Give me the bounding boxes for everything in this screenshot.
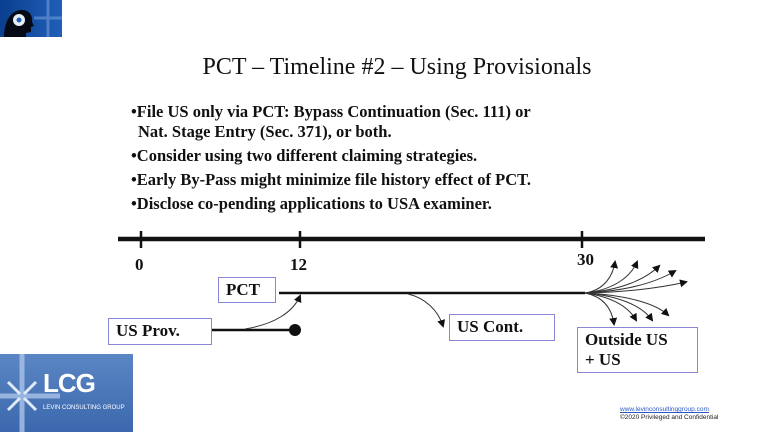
- tick-label-30: 30: [577, 250, 594, 269]
- bullet-1-cont: Nat. Stage Entry (Sec. 371), or both.: [138, 122, 392, 141]
- company-name: LEVIN CONSULTING GROUP: [43, 405, 125, 411]
- lcg-logo: LCG LEVIN CONSULTING GROUP: [0, 354, 133, 432]
- bullet-3: •Early By-Pass might minimize file histo…: [131, 170, 532, 189]
- prov-end-dot: [289, 324, 301, 336]
- website-link[interactable]: www.levinconsultinggroup.com: [620, 406, 709, 413]
- pct-box: PCT: [218, 277, 276, 303]
- bullet-2: •Consider using two different claiming s…: [131, 146, 478, 165]
- outside-us-line1: Outside US: [585, 330, 668, 349]
- fan-arrows: [584, 260, 688, 326]
- bullet-4: •Disclose co-pending applications to USA…: [131, 194, 492, 213]
- arrows-cross-icon: [0, 354, 60, 432]
- us-cont-arrow: [407, 293, 446, 328]
- bullet-1: •File US only via PCT: Bypass Continuati…: [131, 102, 531, 121]
- us-cont-box: US Cont.: [449, 314, 555, 341]
- tick-label-0: 0: [135, 255, 144, 274]
- outside-us-line2: + US: [585, 350, 621, 369]
- prov-to-pct-arrow: [244, 294, 302, 330]
- us-prov-box: US Prov.: [108, 318, 212, 345]
- copyright-text: ©2020 Privileged and Confidential: [620, 414, 719, 421]
- lcg-text: LCG: [43, 368, 96, 398]
- brain-gear-logo: [0, 0, 62, 37]
- slide-title: PCT – Timeline #2 – Using Provisionals: [202, 54, 592, 80]
- outside-us-box: Outside US + US: [577, 327, 698, 373]
- tick-label-12: 12: [290, 255, 307, 274]
- brain-gear-icon: [4, 0, 62, 37]
